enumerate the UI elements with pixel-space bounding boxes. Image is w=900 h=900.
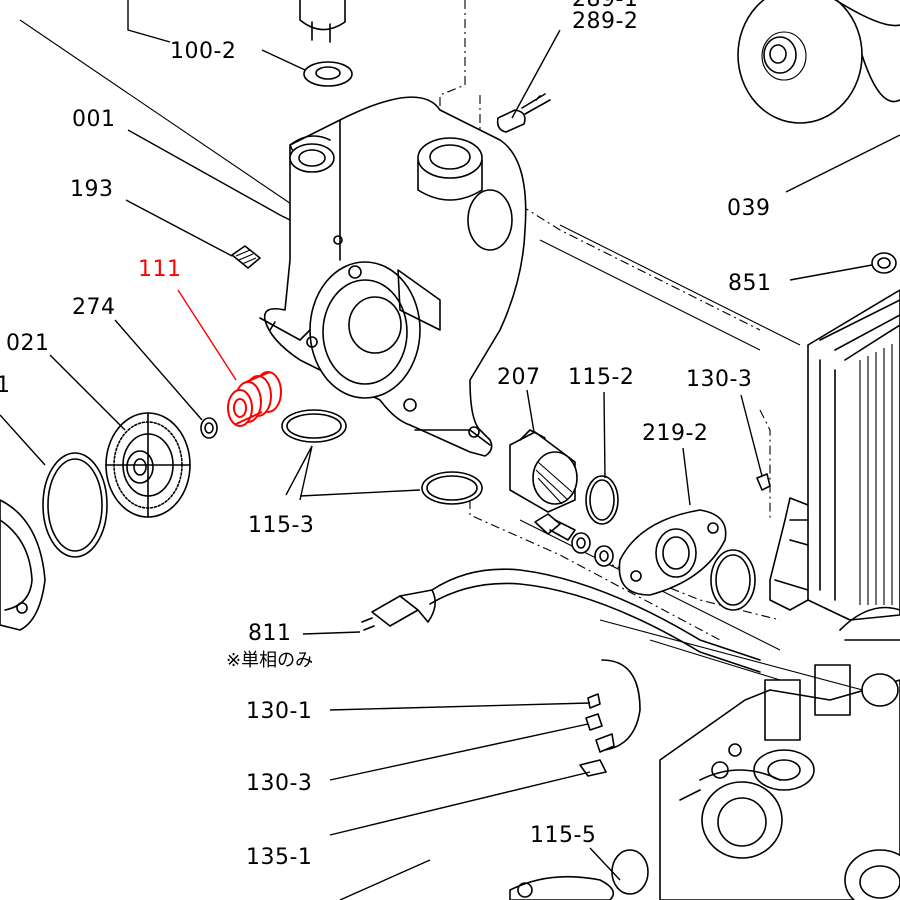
label-811-note: ※単相のみ <box>226 650 313 671</box>
part-111-highlighted <box>227 371 282 427</box>
label-021: 021 <box>6 331 50 356</box>
impeller-021 <box>105 412 191 518</box>
oring-115-3 <box>281 409 483 505</box>
ring-851 <box>871 252 897 274</box>
label-115-5: 115-5 <box>530 823 596 848</box>
label-1: 1 <box>0 373 11 398</box>
lower-housing-part <box>659 606 900 900</box>
left-cover-part <box>0 499 46 631</box>
label-851: 851 <box>728 271 772 296</box>
label-130-3-lower: 130-3 <box>246 771 312 796</box>
label-039: 039 <box>727 196 771 221</box>
pump-casing-001 <box>259 96 527 457</box>
plug-193 <box>231 245 261 269</box>
label-289-1: 289-1 <box>572 0 638 12</box>
label-274: 274 <box>72 295 116 320</box>
ground-wire <box>579 659 641 777</box>
label-100-2: 100-2 <box>170 39 236 64</box>
label-219-2: 219-2 <box>642 421 708 446</box>
top-cap-part <box>299 0 346 43</box>
bolt-and-nuts <box>534 513 614 567</box>
oring-left <box>42 452 108 558</box>
label-130-1: 130-1 <box>246 699 312 724</box>
washer-100-2 <box>303 61 353 87</box>
clip-274 <box>200 417 218 439</box>
power-cord-811 <box>361 568 761 673</box>
valve-207 <box>509 429 578 513</box>
oring-right <box>710 549 756 611</box>
label-207: 207 <box>497 365 541 390</box>
oring-115-2 <box>585 475 619 525</box>
control-frame-part <box>769 289 900 621</box>
label-115-2: 115-2 <box>568 365 634 390</box>
screw-130-3-upper <box>756 473 771 491</box>
label-115-3: 115-3 <box>248 513 314 538</box>
label-289-2: 289-2 <box>572 9 638 34</box>
label-001: 001 <box>72 107 116 132</box>
label-811: 811 <box>248 621 292 646</box>
label-193: 193 <box>70 177 114 202</box>
bottom-left-part <box>509 849 649 900</box>
label-111: 111 <box>138 257 182 282</box>
motor-part <box>737 0 900 124</box>
part-labels: 100-2 289-1 289-2 001 193 111 274 021 1 … <box>0 0 772 870</box>
label-135-1: 135-1 <box>246 845 312 870</box>
label-130-3-upper: 130-3 <box>686 367 752 392</box>
flange-219-2 <box>618 509 727 596</box>
sensor-289 <box>496 93 551 133</box>
